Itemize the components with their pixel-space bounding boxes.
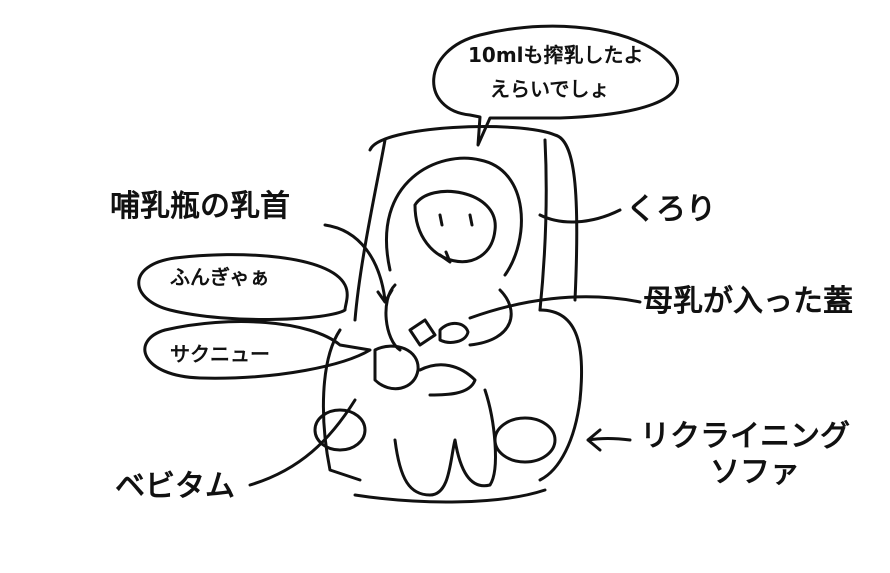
sofa-back-inner <box>353 138 387 322</box>
mouth <box>438 250 452 264</box>
label-milk-lid: 母乳が入った蓋 <box>643 284 853 319</box>
sofa-side-right <box>538 138 548 312</box>
bubble-cry <box>137 253 349 321</box>
person-face <box>413 189 497 264</box>
speech-line-1: 10mlも搾乳したよ <box>468 43 644 67</box>
milk-lid <box>438 322 470 344</box>
bottle-nipple <box>408 318 437 347</box>
bubble-sakunyu <box>143 320 372 380</box>
armrest-left <box>313 408 367 452</box>
label-baby-cry: ふんぎゃぁ <box>170 265 270 289</box>
person-legs <box>393 388 497 497</box>
baby <box>373 344 477 397</box>
speech-line-2: えらいでしょ <box>490 77 610 101</box>
pointer-nipple <box>323 223 387 302</box>
pointer-bebitamu <box>248 398 357 487</box>
speech-bubble-top <box>432 24 679 147</box>
arrow-head-nipple <box>376 288 394 304</box>
label-bebitamu: ベビタム <box>115 469 235 504</box>
pointer-sofa <box>586 428 632 452</box>
eye-left <box>438 213 444 227</box>
label-sofa-line1: リクライニング <box>640 419 850 454</box>
sofa-arm-left <box>321 328 362 482</box>
pointer-lid <box>468 295 642 320</box>
person-body <box>384 283 513 352</box>
sofa-arm-right <box>538 308 584 482</box>
eye-right <box>468 213 474 227</box>
person-hair <box>385 156 523 277</box>
sofa-base <box>353 488 547 504</box>
label-sofa-line2: ソファ <box>710 455 800 490</box>
armrest-right <box>493 416 557 464</box>
pointer-kurori <box>538 208 622 224</box>
label-sakunyu: サクニュー <box>170 342 270 366</box>
label-bottle-nipple: 哺乳瓶の乳首 <box>110 189 290 224</box>
sofa-back <box>368 125 579 302</box>
label-kurori: くろり <box>626 192 716 227</box>
